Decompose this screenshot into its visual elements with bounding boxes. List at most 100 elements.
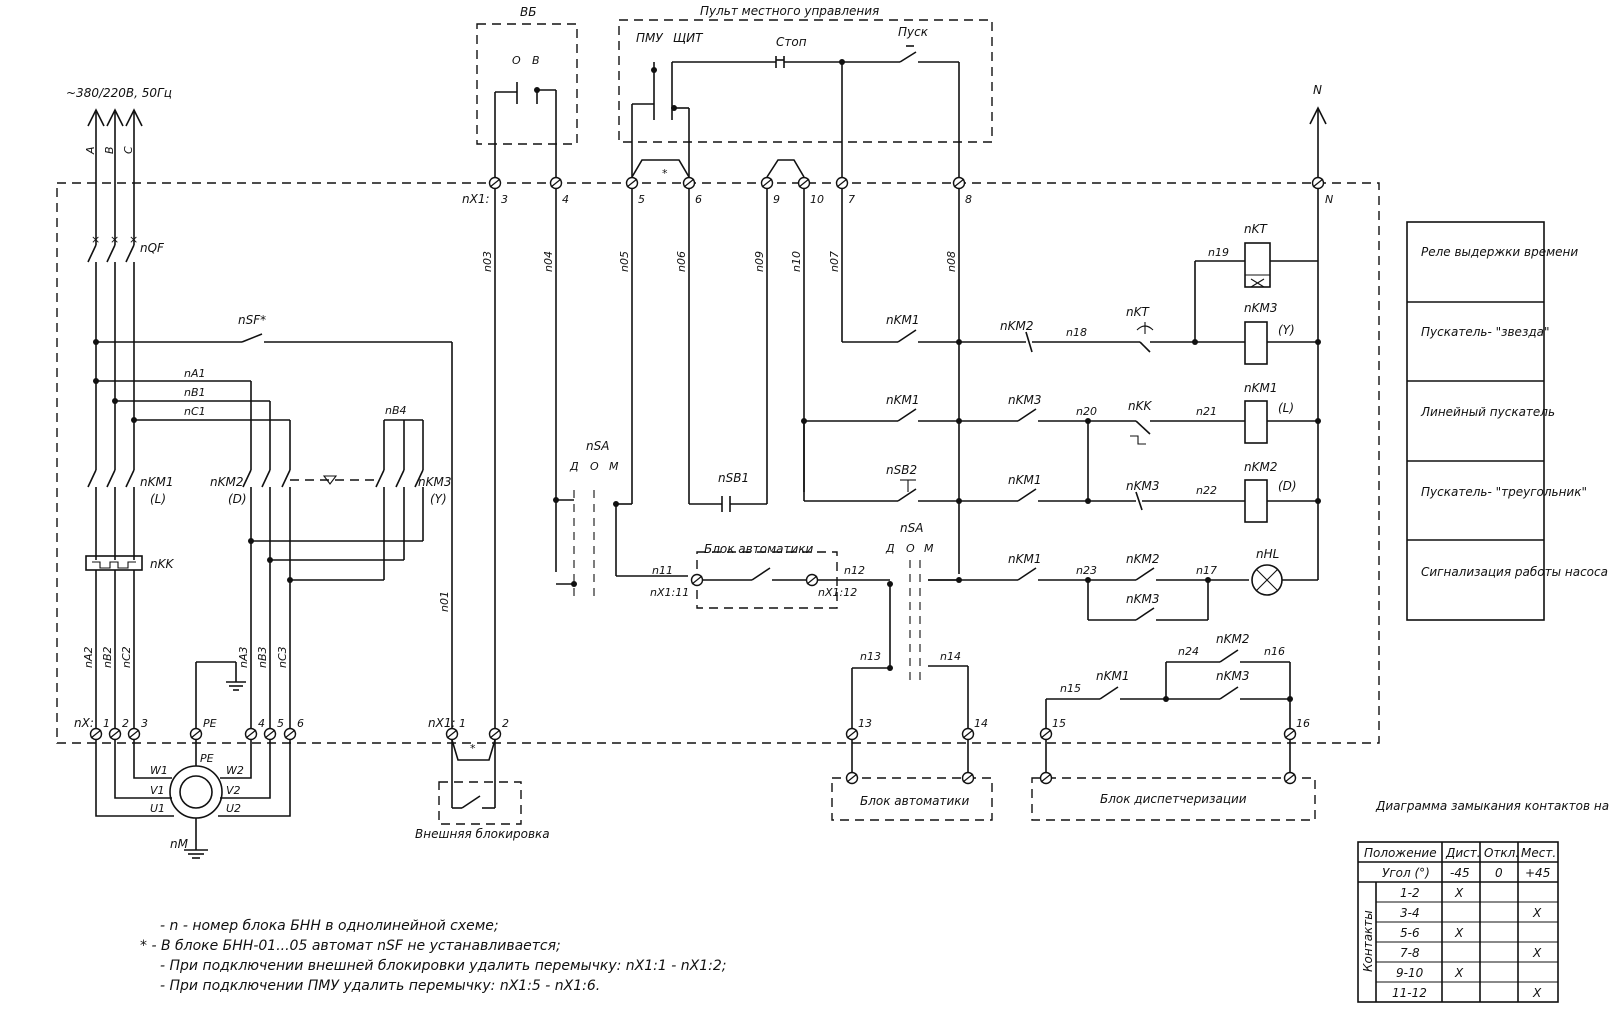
nx-4: 4: [258, 717, 265, 730]
table-rows: 1-2 X 3-4 X 5-6 X 7-8 X 9-10 X 11-12 X: [1392, 886, 1542, 1000]
avtomatiki-circuit: [690, 567, 893, 587]
rung-lamp: [928, 564, 1319, 621]
n14-label: n14: [940, 650, 961, 663]
rung-star: [842, 321, 1321, 365]
control-wires: [494, 189, 1319, 728]
nsa-upper-label: nSA: [586, 439, 609, 453]
nx1-top-label: nX1:: [462, 192, 490, 206]
wire-n06: n06: [675, 251, 688, 272]
wire-n03: n03: [481, 251, 494, 272]
disp-nkm3: nKM3: [1216, 669, 1249, 683]
rung2-nkt: nKT: [1126, 305, 1150, 319]
nsa-upper-m: М: [609, 460, 619, 473]
dispatch-enclosure: [1031, 777, 1316, 821]
phase-b: B: [103, 146, 116, 154]
wire-n09: n09: [753, 251, 766, 272]
nx1-5: 5: [638, 193, 645, 206]
pe-ground: [195, 661, 246, 728]
wire-n08: n08: [945, 251, 958, 272]
rung4-nkm3: nKM3: [1126, 479, 1159, 493]
rung2-nkm2: nKM2: [1000, 319, 1033, 333]
nhl-label: nHL: [1256, 547, 1279, 561]
th-otkl: Откл.: [1484, 846, 1519, 860]
nsf-circuit: [93, 333, 453, 728]
nb3-label: nB3: [256, 646, 269, 668]
neutral-arrow: [1309, 106, 1327, 177]
pult-title: Пульт местного управления: [700, 4, 879, 18]
table-row-mest: X: [1532, 946, 1542, 960]
nsf-label: nSF*: [238, 313, 266, 327]
nx1-bottom-2: 2: [502, 717, 509, 730]
angle-otkl: 0: [1495, 866, 1503, 880]
nc3-label: nC3: [276, 646, 289, 668]
na3-label: nA3: [237, 647, 250, 669]
avtomatiki-bottom-title: Блок автоматики: [860, 794, 970, 808]
vb-v: В: [532, 54, 540, 67]
avtomatiki-bottom-enclosure: [831, 777, 993, 821]
nx1-11-label: nX1:11: [650, 586, 689, 599]
term-16: 16: [1296, 717, 1310, 730]
nb4-label: nB4: [385, 404, 407, 417]
nc1-label: nC1: [184, 405, 206, 418]
table-row-dist: X: [1454, 886, 1464, 900]
note-3: - При подключении внешней блокировки уда…: [160, 958, 726, 974]
nx1-9: 9: [773, 193, 780, 206]
pult-wiring: [631, 45, 960, 177]
nsa-upper-d: Д: [569, 460, 579, 473]
legend-5: Сигнализация работы насоса: [1421, 565, 1608, 579]
nkm1-power-sub: (L): [150, 492, 166, 506]
rung2-nkm1: nKM1: [886, 313, 919, 327]
nb2-label: nB2: [101, 646, 114, 668]
rung-nkt: [1194, 242, 1318, 342]
nsb1-label: nSB1: [718, 471, 749, 485]
na1-label: nA1: [184, 367, 206, 380]
wire-n07: n07: [828, 251, 841, 272]
nx1-10: 10: [810, 193, 824, 206]
rung5-nkm2: nKM2: [1126, 552, 1159, 566]
legend-1: Реле выдержки времени: [1421, 245, 1578, 259]
motor-symbol: [95, 740, 291, 859]
note-4: - При подключении ПМУ удалить перемычку:…: [160, 978, 600, 994]
nx-bottom-label: nX:: [74, 716, 94, 730]
n20-label: n20: [1076, 405, 1097, 418]
n12-label: n12: [844, 564, 865, 577]
vb-o: О: [512, 54, 521, 67]
svg-text:×: ×: [91, 233, 100, 246]
table-row-contacts: 11-12: [1392, 986, 1427, 1000]
rung3-nkm1: nKM1: [886, 393, 919, 407]
nx1-4: 4: [562, 193, 569, 206]
vb-enclosure: [476, 23, 578, 145]
neutral-label: N: [1313, 83, 1322, 97]
rung4-nkm1: nKM1: [1008, 473, 1041, 487]
nb1-label: nB1: [184, 386, 206, 399]
nx1-3: 3: [501, 193, 508, 206]
nsa-lower-label: nSA: [900, 521, 923, 535]
nx1-8: 8: [965, 193, 972, 206]
legend-4: Пускатель- "треугольник": [1421, 485, 1587, 499]
rung3-nkk: nKK: [1128, 399, 1152, 413]
n01-label: n01: [438, 591, 451, 612]
avtomatiki-inner-title: Блок автоматики: [704, 542, 814, 556]
motor-v1: V1: [150, 784, 165, 797]
nkm3-power-sub: (Y): [430, 492, 447, 506]
ext-block-enclosure: [438, 781, 522, 825]
term-15: 15: [1052, 717, 1066, 730]
rung5-nkm1: nKM1: [1008, 552, 1041, 566]
nkt-coil-label: nKT: [1244, 222, 1268, 236]
nkm2-power-label: nKM2: [210, 475, 243, 489]
dispatch-title: Блок диспетчеризации: [1100, 792, 1247, 806]
angle-label: Угол (°): [1382, 866, 1430, 880]
pult-enclosure: [618, 19, 993, 143]
nqf-label: nQF: [140, 241, 165, 255]
angle-dist: -45: [1450, 866, 1470, 880]
tap-lines: [93, 378, 291, 470]
legend-3: Линейный пускатель: [1420, 405, 1555, 419]
ext-block-jumper: [451, 739, 496, 809]
svg-text:×: ×: [110, 233, 119, 246]
jumper-5-6: [631, 159, 690, 178]
supply-arrows: [87, 108, 143, 245]
motor-w1: W1: [150, 764, 168, 777]
legend-box: [1406, 221, 1545, 621]
nkm2-power-sub: (D): [228, 492, 247, 506]
disp-nkm1: nKM1: [1096, 669, 1129, 683]
